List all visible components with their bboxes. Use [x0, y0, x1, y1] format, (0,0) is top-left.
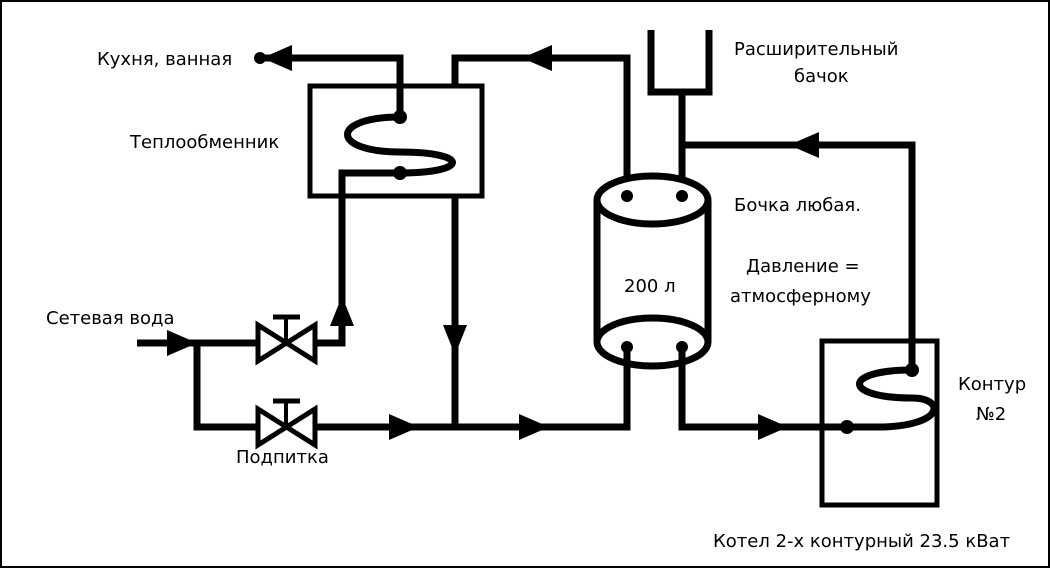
boiler-coil	[840, 363, 938, 434]
pipe-boiler-to-tank	[682, 141, 916, 370]
label-barrel-any: Бочка любая.	[734, 195, 861, 216]
label-pressure-1: Давление =	[746, 256, 860, 277]
label-kitchen-bath: Кухня, ванная	[97, 49, 232, 70]
arrow-exchanger-return	[443, 325, 467, 355]
label-heat-exchanger: Теплообменник	[129, 132, 279, 153]
pipe-exchanger-inlet	[315, 169, 400, 347]
makeup-valve	[255, 398, 318, 450]
upper-valve	[255, 314, 318, 366]
arrow-tank-to-boiler	[758, 414, 788, 440]
label-expansion-tank-1: Расширительный	[734, 39, 898, 60]
kitchen-outlet-dot	[254, 52, 266, 64]
arrow-mains-inlet	[167, 330, 197, 356]
arrow-to-kitchen	[262, 45, 292, 71]
arrow-bottom-2	[519, 414, 549, 440]
pipe-to-kitchen	[265, 54, 404, 117]
heat-exchanger-box	[307, 83, 485, 199]
label-pressure-2: атмосферному	[730, 286, 871, 307]
arrow-tank-to-exchanger	[522, 45, 552, 71]
label-expansion-tank-2: бачок	[794, 66, 849, 87]
label-circuit2-2: №2	[976, 404, 1006, 425]
pipe-tank-to-boiler	[678, 347, 883, 431]
label-circuit2-1: Контур	[958, 374, 1026, 395]
label-mains-water: Сетевая вода	[46, 308, 175, 329]
label-tank-volume: 200 л	[624, 276, 676, 297]
pipe-lower-branch	[193, 343, 258, 431]
label-boiler: Котел 2-х контурный 23.5 кВат	[713, 531, 1010, 552]
arrow-boiler-to-tank	[789, 132, 819, 158]
arrow-bottom-1	[389, 414, 419, 440]
expansion-tank	[647, 30, 713, 96]
pipe-bottom-to-tank	[315, 347, 631, 431]
storage-tank	[593, 172, 712, 370]
arrow-exchanger-inlet	[330, 296, 354, 326]
boiler-box	[819, 338, 940, 508]
label-makeup: Подпитка	[236, 447, 329, 468]
